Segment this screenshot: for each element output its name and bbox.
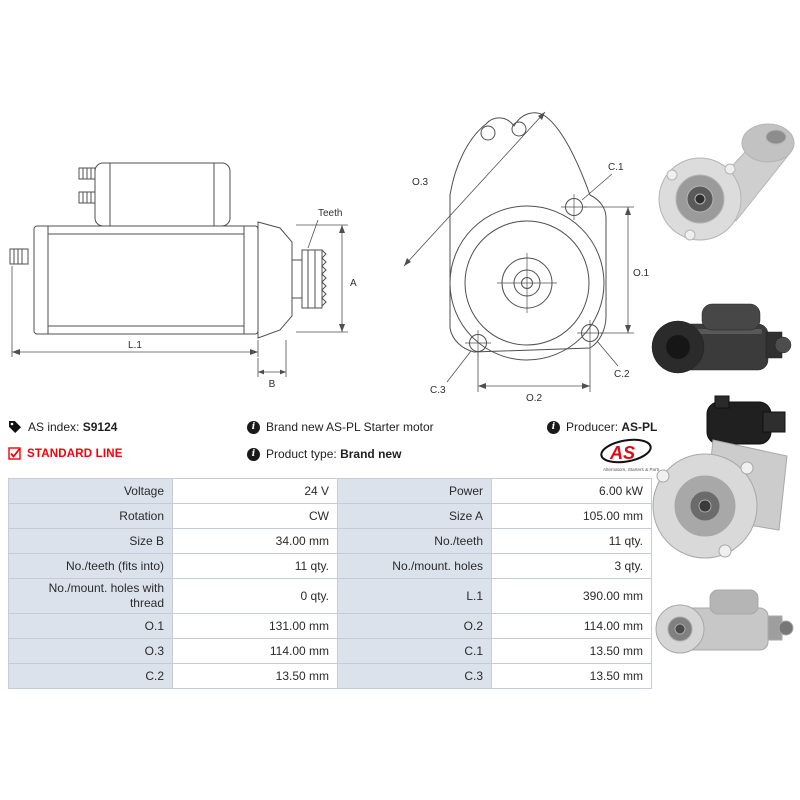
dim-c3-label: C.3 bbox=[430, 385, 446, 396]
logo-text: AS bbox=[609, 443, 635, 463]
producer-text: Producer: AS-PL bbox=[566, 420, 657, 434]
dim-c1-label: C.1 bbox=[608, 162, 624, 173]
spec-value: 24 V bbox=[172, 478, 338, 504]
spec-label: C.2 bbox=[8, 663, 173, 689]
dim-o1-label: O.1 bbox=[633, 268, 650, 279]
dim-o2-label: O.2 bbox=[526, 393, 543, 404]
spec-label: O.2 bbox=[337, 613, 492, 639]
spec-label: No./mount. holes with thread bbox=[8, 578, 173, 614]
teeth-label: Teeth bbox=[318, 208, 342, 219]
product-type-label: Product type: bbox=[266, 447, 337, 461]
spec-value: 34.00 mm bbox=[172, 528, 338, 554]
dim-b-label: B bbox=[269, 379, 276, 390]
spec-label: Size A bbox=[337, 503, 492, 529]
spec-value: CW bbox=[172, 503, 338, 529]
spec-value: 0 qty. bbox=[172, 578, 338, 614]
spec-label: No./mount. holes bbox=[337, 553, 492, 579]
front-view-drawing bbox=[449, 112, 607, 361]
table-row: Size B 34.00 mm No./teeth 11 qty. bbox=[8, 528, 652, 554]
side-view-drawing bbox=[9, 162, 327, 339]
side-view-dimensions bbox=[11, 219, 348, 377]
spec-value: 13.50 mm bbox=[491, 638, 652, 664]
as-index-value: S9124 bbox=[82, 420, 118, 434]
spec-label: Size B bbox=[8, 528, 173, 554]
logo-tagline: Alternators, Starters & Parts bbox=[603, 467, 659, 472]
dim-l1-label: L.1 bbox=[128, 340, 142, 351]
table-row: O.3 114.00 mm C.1 13.50 mm bbox=[8, 638, 652, 664]
spec-value: 13.50 mm bbox=[172, 663, 338, 689]
producer-value: AS-PL bbox=[621, 420, 658, 434]
spec-label: C.3 bbox=[337, 663, 492, 689]
product-type-value: Brand new bbox=[340, 447, 402, 461]
product-photo-1 bbox=[658, 123, 795, 241]
front-view-dimensions bbox=[403, 111, 634, 392]
spec-value: 11 qty. bbox=[491, 528, 652, 554]
product-photo-4 bbox=[655, 589, 794, 654]
spec-label: O.3 bbox=[8, 638, 173, 664]
product-type-text: Product type: Brand new bbox=[266, 447, 401, 461]
table-row: Rotation CW Size A 105.00 mm bbox=[8, 503, 652, 529]
dim-a-label: A bbox=[350, 278, 357, 289]
spec-value: 114.00 mm bbox=[491, 613, 652, 639]
spec-value: 11 qty. bbox=[172, 553, 338, 579]
brand-new-text: Brand new AS-PL Starter motor bbox=[266, 420, 434, 434]
spec-label: Voltage bbox=[8, 478, 173, 504]
table-row: No./mount. holes with thread 0 qty. L.1 … bbox=[8, 578, 652, 614]
producer-info: i Producer: AS-PL bbox=[547, 420, 657, 434]
standard-line-label: STANDARD LINE bbox=[27, 447, 123, 460]
spec-value: 390.00 mm bbox=[491, 578, 652, 614]
spec-label: C.1 bbox=[337, 638, 492, 664]
as-index-label: AS index: bbox=[28, 420, 80, 434]
product-type-info: i Product type: Brand new bbox=[247, 447, 401, 461]
spec-value: 13.50 mm bbox=[491, 663, 652, 689]
spec-value: 114.00 mm bbox=[172, 638, 338, 664]
table-row: O.1 131.00 mm O.2 114.00 mm bbox=[8, 613, 652, 639]
brand-new-info: i Brand new AS-PL Starter motor bbox=[247, 420, 434, 434]
spec-label: Power bbox=[337, 478, 492, 504]
dim-o3-label: O.3 bbox=[412, 177, 429, 188]
spec-label: No./teeth (fits into) bbox=[8, 553, 173, 579]
checkbox-checked-icon bbox=[8, 447, 21, 460]
info-icon: i bbox=[247, 447, 260, 461]
table-row: No./teeth (fits into) 11 qty. No./mount.… bbox=[8, 553, 652, 579]
spec-value: 105.00 mm bbox=[491, 503, 652, 529]
spec-label: L.1 bbox=[337, 578, 492, 614]
spec-value: 6.00 kW bbox=[491, 478, 652, 504]
spec-label: O.1 bbox=[8, 613, 173, 639]
tag-icon bbox=[9, 421, 21, 433]
spec-table: Voltage 24 V Power 6.00 kW Rotation CW S… bbox=[8, 478, 652, 689]
spec-label: No./teeth bbox=[337, 528, 492, 554]
technical-drawings: Teeth A L.1 B bbox=[9, 111, 650, 404]
standard-line: STANDARD LINE bbox=[8, 447, 123, 460]
spec-value: 3 qty. bbox=[491, 553, 652, 579]
as-index: AS index: S9124 bbox=[8, 420, 117, 434]
table-row: C.2 13.50 mm C.3 13.50 mm bbox=[8, 663, 652, 689]
info-icon: i bbox=[247, 420, 260, 434]
table-row: Voltage 24 V Power 6.00 kW bbox=[8, 478, 652, 504]
dim-c2-label: C.2 bbox=[614, 369, 630, 380]
as-pl-logo: AS Alternators, Starters & Parts bbox=[600, 438, 659, 472]
spec-value: 131.00 mm bbox=[172, 613, 338, 639]
info-icon: i bbox=[547, 420, 560, 434]
as-index-text: AS index: S9124 bbox=[28, 420, 117, 434]
product-photo-3 bbox=[652, 395, 788, 559]
spec-label: Rotation bbox=[8, 503, 173, 529]
producer-label: Producer: bbox=[566, 420, 619, 434]
product-photo-2 bbox=[651, 303, 792, 374]
